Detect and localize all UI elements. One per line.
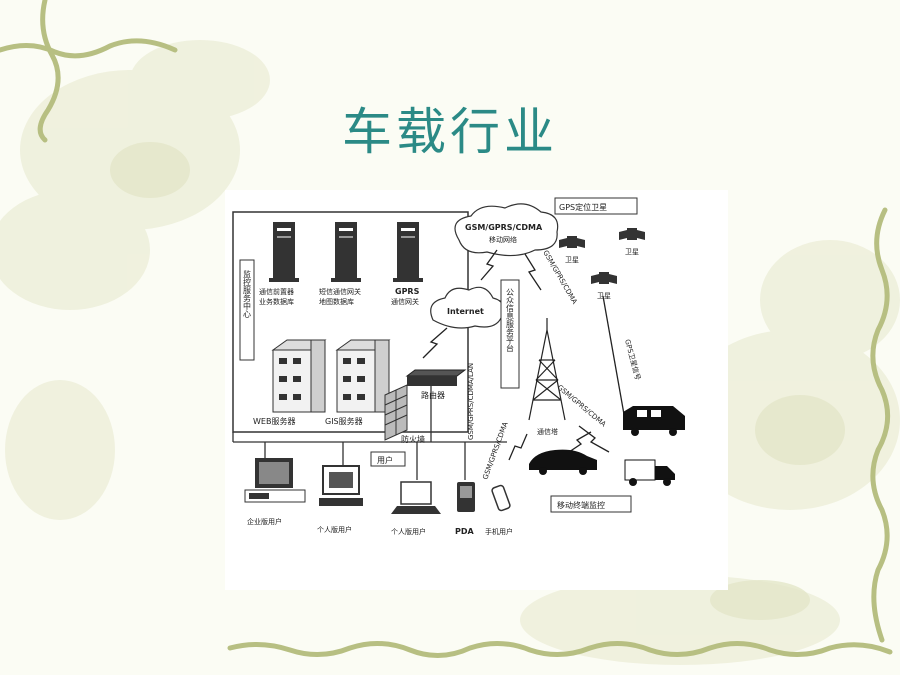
pda-icon [457, 482, 475, 512]
gis-server-label: GIS服务器 [325, 416, 363, 426]
server-3-label2: 通信网关 [391, 297, 419, 306]
firewall-icon [384, 384, 408, 441]
satellite-icon [591, 272, 617, 284]
server-2-label1: 短信通信网关 [319, 287, 361, 296]
mobile-phone-icon [491, 484, 511, 512]
mobile-network-label2: 移动网络 [489, 235, 517, 244]
mobile-network-label1: GSM/GPRS/CDMA [465, 223, 543, 232]
satellite-label-3: 卫星 [597, 292, 611, 300]
internet-label: Internet [447, 307, 484, 316]
link-right-label: GSM/GPRS/CDMA [556, 383, 608, 428]
link-left-label: GSM/GPRS/CDMA/LAN [467, 363, 475, 440]
tower-icon [528, 318, 566, 421]
public-platform-box [500, 279, 520, 389]
satellite-icon [559, 236, 585, 248]
desktop-computer-icon [244, 458, 306, 503]
server-1-label2: 业务数据库 [259, 297, 294, 306]
server-2-label2: 地图数据库 [319, 297, 354, 306]
link-user-label: GSM/GPRS/CDMA [481, 421, 509, 481]
users-box [370, 451, 406, 467]
web-server-rack [271, 339, 327, 413]
satellite-label-2: 卫星 [625, 248, 639, 256]
mobile-monitor-label: 移动终端监控 [557, 500, 605, 510]
server-1-label1: 通信前置器 [259, 287, 294, 296]
server-2 [331, 222, 361, 282]
monitor-icon [319, 465, 363, 506]
network-diagram-panel: 监控服务中心 通信前置器 业务数据库 短信通信网关 地图数据库 GPRS 通信网… [225, 190, 728, 590]
user-label-3: 个人版用户 [391, 527, 426, 536]
monitor-center-box [239, 259, 255, 361]
satellite-icon [619, 228, 645, 240]
link-gps-label: GPS卫星信号 [623, 338, 643, 381]
gps-box-label: GPS定位卫星 [559, 202, 607, 212]
router-icon [405, 369, 467, 386]
monitor-center-label: 监控服务中心 [243, 269, 252, 318]
mobile-network-cloud [454, 203, 559, 257]
user-label-2: 个人版用户 [317, 525, 352, 534]
network-diagram: 监控服务中心 通信前置器 业务数据库 短信通信网关 地图数据库 GPRS 通信网… [232, 197, 685, 536]
mobile-monitor-box [550, 495, 632, 513]
user-label-4: PDA [455, 527, 475, 536]
user-label-1: 企业版用户 [247, 517, 282, 526]
users-box-label: 用户 [377, 455, 393, 465]
web-server-label: WEB服务器 [253, 416, 295, 426]
server-3-label1: GPRS [395, 287, 420, 296]
van-icon [623, 406, 685, 436]
internet-cloud [430, 286, 505, 329]
page-title: 车载行业 [342, 103, 558, 161]
router-label: 路由器 [421, 390, 445, 400]
tower-label: 通信塔 [537, 427, 558, 436]
satellite-label-1: 卫星 [565, 256, 579, 264]
server-1 [269, 222, 299, 282]
laptop-icon [391, 481, 441, 514]
user-network-lines [232, 386, 507, 480]
server-3 [393, 222, 423, 282]
gps-box [554, 197, 638, 215]
car-icon [529, 449, 597, 475]
firewall-label: 防火墙 [401, 434, 425, 444]
public-platform-label: 公众信息服务平台 [506, 288, 515, 353]
gis-server-rack [335, 339, 391, 413]
wireless-links [422, 249, 626, 461]
user-label-5: 手机用户 [485, 527, 513, 536]
truck-icon [624, 459, 675, 486]
